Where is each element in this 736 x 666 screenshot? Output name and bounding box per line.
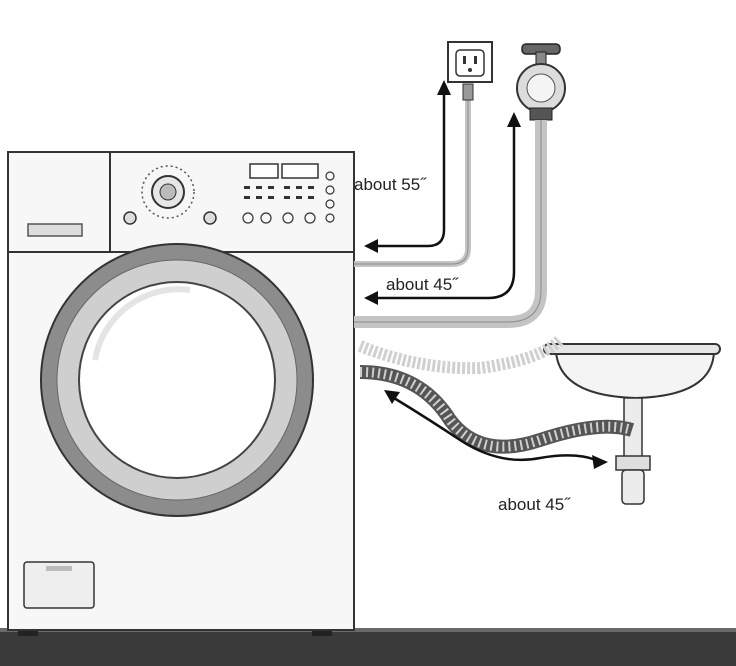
washing-machine-icon <box>7 151 355 636</box>
drain-hose <box>359 365 635 454</box>
water-hose-label: about 45˝ <box>386 275 459 294</box>
program-dial-center <box>159 183 177 201</box>
detergent-drawer <box>7 151 111 253</box>
filter-cover-tab <box>46 566 72 571</box>
display-screen-2 <box>281 163 319 179</box>
water-supply-hose-edge <box>354 120 542 323</box>
power-cord-label: about 55˝ <box>354 175 427 194</box>
floor <box>0 628 736 666</box>
water-hose-arrow <box>364 112 521 305</box>
door-glass <box>78 281 276 479</box>
sink-icon <box>543 343 721 400</box>
drain-pipe-icon <box>615 397 651 505</box>
program-dial-ring <box>141 165 195 219</box>
panel-button-left <box>123 211 137 225</box>
power-cord-arrow <box>364 80 451 253</box>
water-faucet-icon <box>516 43 566 121</box>
drain-hose-label: about 45˝ <box>498 495 571 514</box>
option-circles <box>242 171 335 224</box>
display-screen <box>249 163 279 179</box>
drain-hose-arrow <box>384 390 608 469</box>
drain-hose-light <box>357 335 565 375</box>
panel-button-right <box>203 211 217 225</box>
power-cord-edge <box>354 98 469 265</box>
detergent-drawer-handle <box>27 223 83 237</box>
power-outlet-icon <box>447 41 493 83</box>
filter-cover <box>23 561 95 609</box>
door-glass-shine <box>92 286 191 361</box>
option-buttons <box>244 186 314 199</box>
floor-highlight <box>0 628 736 632</box>
power-plug <box>462 83 474 101</box>
